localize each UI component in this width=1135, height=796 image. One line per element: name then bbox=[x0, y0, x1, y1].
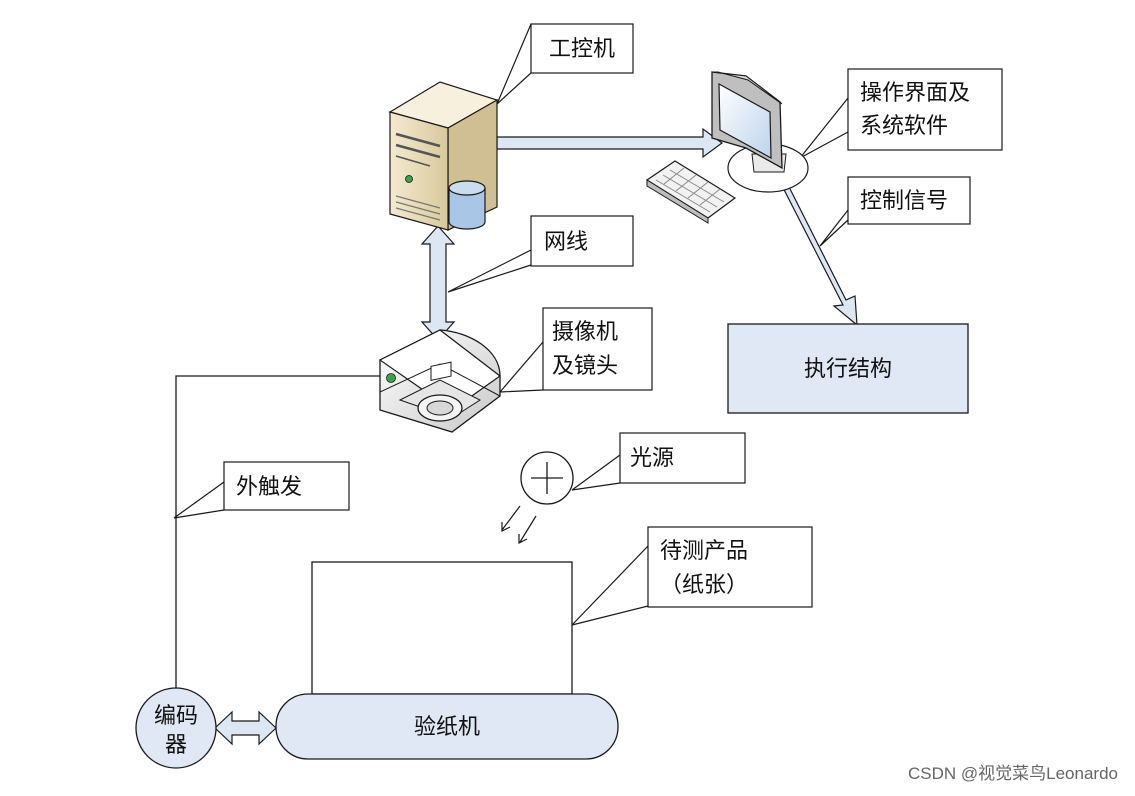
arrow-network-cable bbox=[420, 225, 456, 341]
svg-text:光源: 光源 bbox=[630, 446, 674, 471]
label-product: 待测产品 （纸张） bbox=[647, 526, 813, 608]
svg-text:器: 器 bbox=[165, 733, 187, 758]
svg-text:操作界面及: 操作界面及 bbox=[860, 81, 970, 106]
svg-text:外触发: 外触发 bbox=[236, 475, 302, 500]
svg-text:编码: 编码 bbox=[154, 704, 198, 729]
camera-led bbox=[386, 373, 396, 383]
product-paper bbox=[311, 561, 573, 695]
label-control-signal: 控制信号 bbox=[847, 176, 971, 225]
label-camera-lens: 摄像机 及镜头 bbox=[542, 307, 653, 391]
svg-text:控制信号: 控制信号 bbox=[860, 189, 948, 214]
svg-text:摄像机: 摄像机 bbox=[552, 320, 618, 345]
svg-text:（纸张）: （纸张） bbox=[660, 573, 748, 598]
camera-icon bbox=[378, 329, 502, 433]
label-ipc: 工控机 bbox=[530, 23, 634, 74]
database-icon bbox=[448, 180, 486, 230]
svg-text:待测产品: 待测产品 bbox=[660, 539, 748, 564]
inspection-machine: 验纸机 bbox=[275, 693, 619, 760]
label-light-source: 光源 bbox=[619, 432, 746, 484]
trigger-wire bbox=[175, 375, 385, 688]
encoder: 编码 器 bbox=[135, 687, 217, 769]
keyboard-icon bbox=[645, 160, 737, 224]
arrow-control-signal bbox=[767, 168, 858, 327]
monitor-icon bbox=[711, 71, 809, 193]
lens-icon bbox=[417, 394, 463, 422]
label-network-cable: 网线 bbox=[530, 215, 634, 267]
actuator-box: 执行结构 bbox=[727, 323, 969, 414]
svg-text:工控机: 工控机 bbox=[549, 37, 615, 62]
arrow-ipc-to-monitor bbox=[496, 127, 724, 159]
svg-text:及镜头: 及镜头 bbox=[552, 354, 618, 379]
light-source-icon bbox=[520, 451, 574, 505]
label-ui-software: 操作界面及 系统软件 bbox=[847, 68, 1003, 151]
callout-leaders bbox=[173, 23, 849, 626]
arrow-encoder-machine bbox=[214, 710, 277, 746]
svg-text:网线: 网线 bbox=[544, 230, 588, 255]
light-rays bbox=[501, 505, 537, 544]
label-external-trigger: 外触发 bbox=[223, 461, 350, 511]
svg-text:执行结构: 执行结构 bbox=[804, 357, 892, 382]
industrial-pc bbox=[388, 81, 499, 231]
svg-text:系统软件: 系统软件 bbox=[860, 114, 948, 139]
svg-text:验纸机: 验纸机 bbox=[414, 715, 480, 740]
watermark: CSDN @视觉菜鸟Leonardo bbox=[908, 764, 1118, 783]
